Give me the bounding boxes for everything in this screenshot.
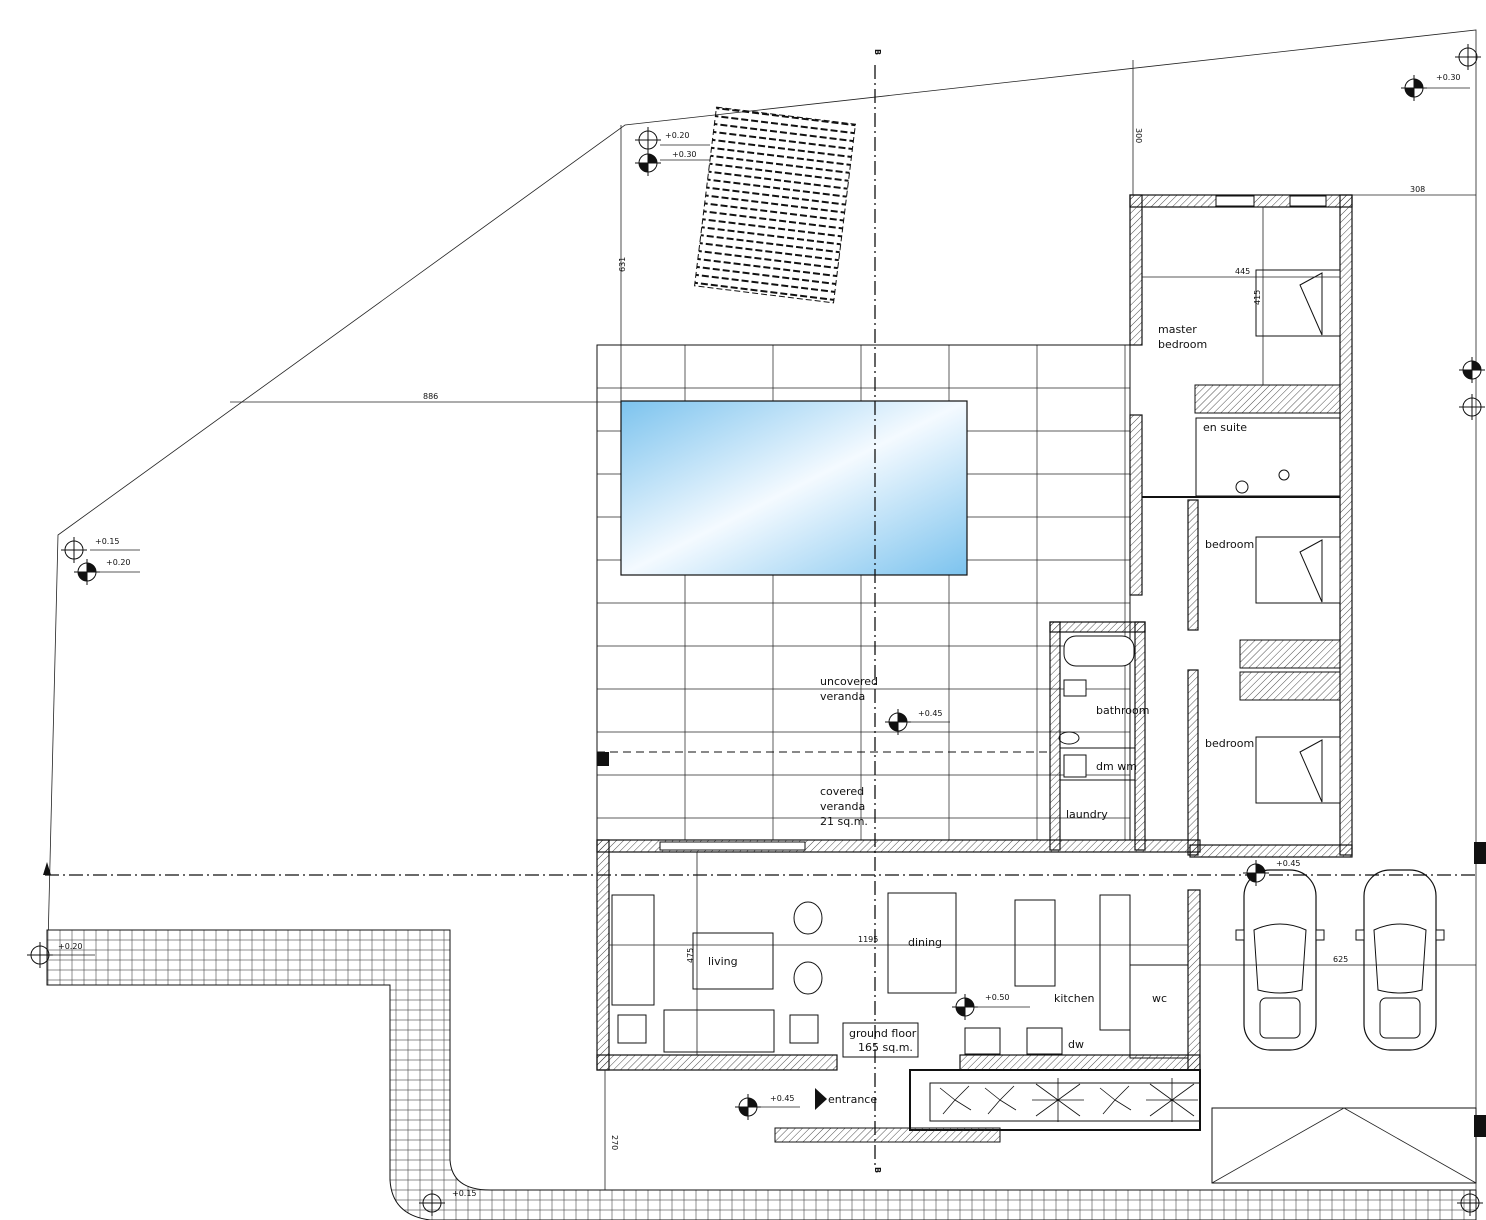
level-label: +0.15 — [95, 537, 120, 546]
dimension-label: 1195 — [858, 935, 878, 944]
room-label-dining: dining — [908, 936, 942, 949]
section-mark-top: B — [873, 49, 882, 55]
plan-area: 165 sq.m. — [858, 1041, 913, 1054]
site-boundary — [46, 29, 1477, 1215]
bedroom-wing — [1129, 194, 1353, 858]
level-label: +0.30 — [1436, 73, 1461, 82]
room-label-bathroom: bathroom — [1096, 704, 1149, 717]
room-label-dm-wm: dm wm — [1096, 760, 1137, 773]
dimension-label: 625 — [1333, 955, 1348, 964]
room-label-covered: veranda — [820, 800, 865, 813]
room-label-en-suite: en suite — [1203, 421, 1247, 434]
room-label-bedroom: bedroom — [1205, 737, 1254, 750]
dimension-label: 475 — [686, 948, 695, 963]
dimension-label: 415 — [1253, 290, 1262, 305]
main-house-block — [596, 839, 1201, 1071]
entrance-arrow-icon — [815, 1088, 827, 1110]
paved-path — [46, 929, 1477, 1220]
title-box — [842, 1022, 919, 1058]
room-label-living: living — [708, 955, 738, 968]
level-label: +0.45 — [918, 709, 943, 718]
dimension-label: 308 — [1410, 185, 1425, 194]
room-label-wc: wc — [1152, 992, 1167, 1005]
room-label-kitchen: kitchen — [1054, 992, 1095, 1005]
level-label: +0.20 — [58, 942, 83, 951]
level-label: +0.30 — [672, 150, 697, 159]
dimension-label: 886 — [423, 392, 438, 401]
room-label-bedroom: bedroom — [1205, 538, 1254, 551]
level-label: +0.50 — [985, 993, 1010, 1002]
planter — [774, 1069, 1201, 1143]
solar-panel — [693, 106, 857, 304]
car-icon — [1235, 869, 1325, 1051]
room-label-laundry: laundry — [1066, 808, 1108, 821]
room-label-uncovered: uncovered — [820, 675, 878, 688]
carport — [1211, 842, 1486, 1184]
level-label: +0.20 — [106, 558, 131, 567]
column — [597, 752, 609, 766]
room-label-dw: dw — [1068, 1038, 1084, 1051]
room-label-uncovered: veranda — [820, 690, 865, 703]
dimension-label: 270 — [610, 1135, 619, 1150]
level-markers — [26, 43, 1486, 1217]
room-label-covered-area: 21 sq.m. — [820, 815, 868, 828]
room-label-master: bedroom — [1158, 338, 1207, 351]
room-label-entrance: entrance — [828, 1093, 877, 1106]
level-label: +0.45 — [1276, 859, 1301, 868]
dimension-label: 300 — [1134, 128, 1143, 143]
level-label: +0.45 — [770, 1094, 795, 1103]
section-mark-bottom: B — [873, 1167, 882, 1173]
dimension-lines — [230, 60, 1476, 1190]
plan-title: ground floor — [849, 1027, 917, 1040]
level-label: +0.20 — [665, 131, 690, 140]
room-label-covered: covered — [820, 785, 864, 798]
dimension-label: 445 — [1235, 267, 1250, 276]
dimension-label: 631 — [618, 257, 627, 272]
room-label-master: master — [1158, 323, 1197, 336]
level-label: +0.15 — [452, 1189, 477, 1198]
swimming-pool — [620, 400, 968, 576]
car-icon — [1355, 869, 1445, 1051]
